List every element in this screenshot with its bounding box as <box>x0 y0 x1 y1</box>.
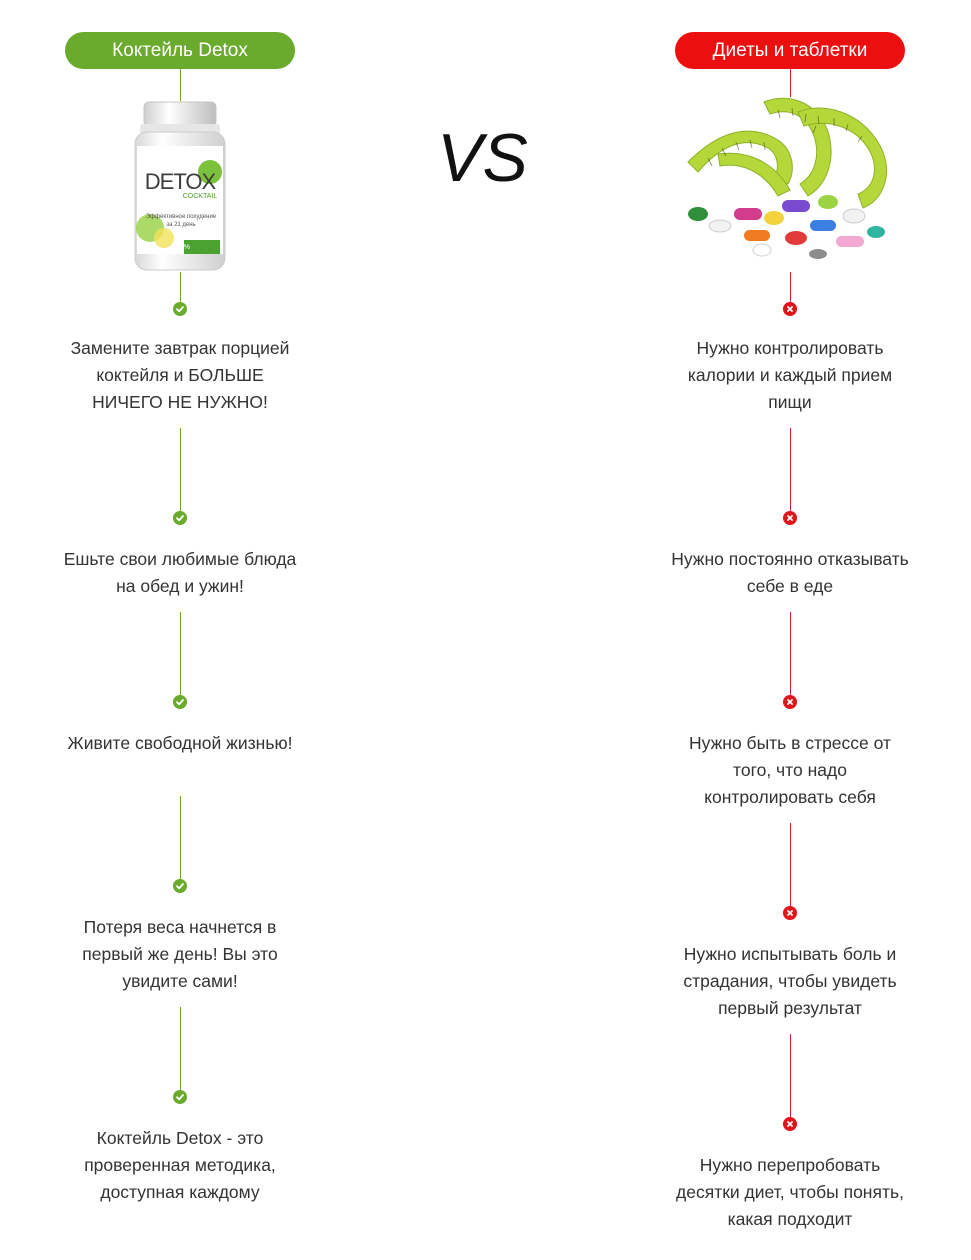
measuring-tape-pills-image <box>678 92 900 270</box>
right-connector-top <box>790 69 791 97</box>
diet-drawback: Нужно постоянно отказывать себе в еде <box>671 549 909 596</box>
left-connector <box>180 272 181 302</box>
detox-benefit: Ешьте свои любимые блюда на обед и ужин! <box>63 549 297 596</box>
left-connector <box>180 796 181 879</box>
left-connector <box>180 612 181 695</box>
diet-drawback: Нужно испытывать боль и страдания, чтобы… <box>683 944 897 1018</box>
right-connector <box>790 823 791 906</box>
close-icon <box>783 906 797 920</box>
right-connector <box>790 1034 791 1117</box>
detox-cocktail-header: Коктейль Detox <box>65 32 295 69</box>
left-connector-top <box>180 69 181 101</box>
close-icon <box>783 695 797 709</box>
product-tagline: Эффективное похудение <box>145 214 217 220</box>
product-tagline-2: за 21 день <box>166 222 196 228</box>
product-brand: DETOX <box>144 169 216 194</box>
product-badge: 100% <box>172 244 190 251</box>
detox-benefit: Потеря веса начнется в первый же день! В… <box>82 917 278 991</box>
detox-benefit: Коктейль Detox - это проверенная методик… <box>84 1128 276 1202</box>
product-sub: COCKTAIL <box>182 193 218 200</box>
diets-pills-header: Диеты и таблетки <box>675 32 905 69</box>
right-connector <box>790 612 791 695</box>
left-connector <box>180 1007 181 1090</box>
right-connector <box>790 428 791 511</box>
close-icon <box>783 1117 797 1131</box>
right-connector <box>790 272 791 302</box>
detox-benefit: Живите свободной жизнью! <box>67 733 293 753</box>
check-icon <box>173 302 187 316</box>
diet-drawback: Нужно контролировать калории и каждый пр… <box>687 338 893 412</box>
left-connector <box>180 428 181 511</box>
diet-drawback: Нужно быть в стрессе от того, что надо к… <box>689 733 891 807</box>
close-icon <box>783 302 797 316</box>
vs-label: VS <box>437 120 528 196</box>
detox-jar-image <box>130 100 230 272</box>
close-icon <box>783 511 797 525</box>
diet-drawback: Нужно перепробовать десятки диет, чтобы … <box>676 1155 904 1229</box>
check-icon <box>173 1090 187 1104</box>
check-icon <box>173 695 187 709</box>
check-icon <box>173 879 187 893</box>
check-icon <box>173 511 187 525</box>
detox-benefit: Замените завтрак порцией коктейля и БОЛЬ… <box>70 338 290 412</box>
